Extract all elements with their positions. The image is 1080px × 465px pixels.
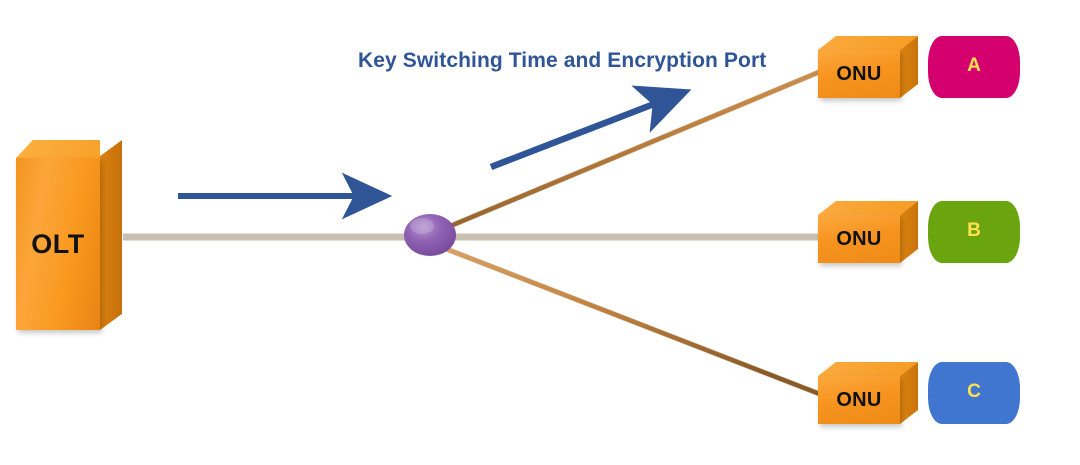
onu-b-side-face: [900, 201, 918, 263]
terminal-b-letter: B: [967, 220, 981, 241]
fiber-branch-a: [434, 67, 826, 235]
onu-b-top-face: [818, 201, 918, 215]
olt-label: OLT: [16, 158, 100, 330]
terminal-b[interactable]: B: [928, 201, 1020, 263]
olt-top-face: [16, 140, 100, 158]
terminal-a[interactable]: A: [928, 36, 1020, 98]
onu-c-side-face: [900, 362, 918, 424]
onu-b-label: ONU: [818, 215, 900, 263]
onu-node-a[interactable]: ONU: [818, 36, 918, 98]
onu-a-side-face: [900, 36, 918, 98]
olt-side-face: [100, 140, 122, 330]
terminal-c[interactable]: C: [928, 362, 1020, 424]
onu-a-top-face: [818, 36, 918, 50]
terminal-a-letter: A: [967, 55, 981, 76]
terminal-c-letter: C: [967, 381, 981, 402]
page-title: Key Switching Time and Encryption Port: [358, 49, 767, 72]
onu-c-label: ONU: [818, 376, 900, 424]
onu-node-c[interactable]: ONU: [818, 362, 918, 424]
splitter-node[interactable]: [404, 214, 456, 256]
fiber-branch-c: [435, 242, 831, 401]
distribution-direction-arrow: [489, 85, 692, 171]
onu-a-label: ONU: [818, 50, 900, 98]
olt-node[interactable]: OLT: [16, 140, 132, 330]
onu-node-b[interactable]: ONU: [818, 201, 918, 263]
onu-c-top-face: [818, 362, 918, 376]
